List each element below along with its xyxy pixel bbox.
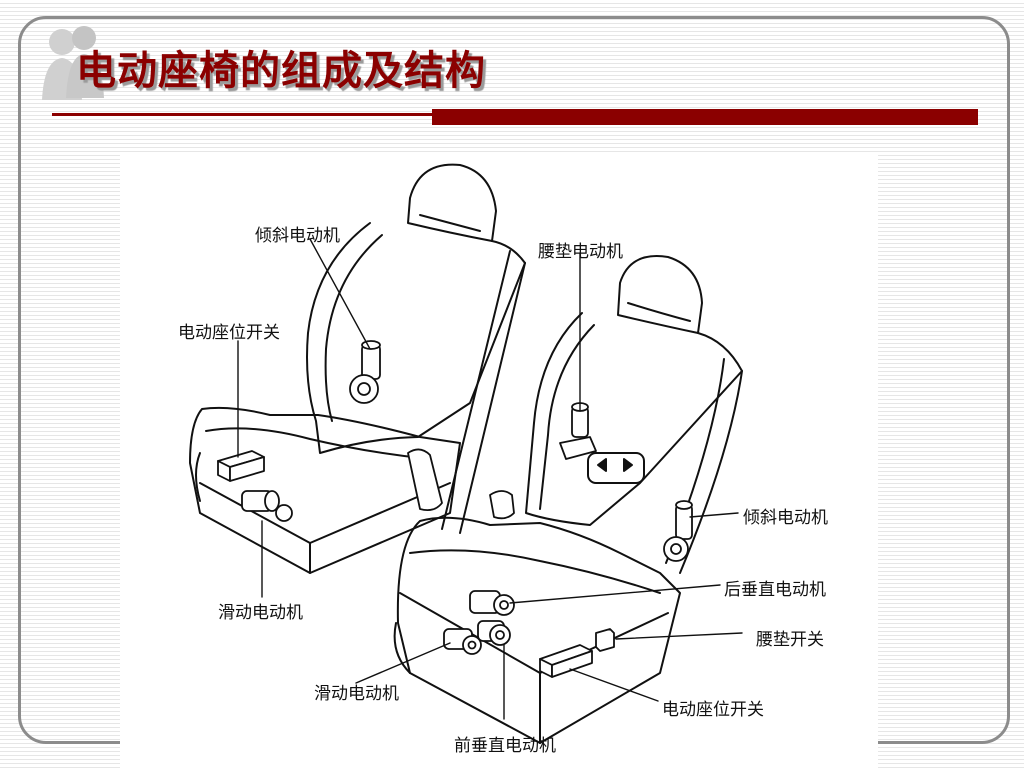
lumbar-switch [595, 628, 615, 652]
rear-vertical-motor [469, 590, 515, 616]
label-slide-motor-left: 滑动电动机 [218, 603, 303, 623]
label-tilt-motor-left: 倾斜电动机 [255, 226, 340, 246]
label-seat-switch-left: 电动座位开关 [178, 323, 280, 343]
right-slide-motor [443, 628, 482, 655]
slide-title: 电动座椅的组成及结构 [76, 47, 486, 94]
front-vertical-motor [477, 620, 511, 646]
right-seat-switch [539, 644, 593, 678]
label-front-vertical-motor: 前垂直电动机 [454, 736, 556, 756]
lumbar-pad-shape [587, 452, 645, 484]
people-silhouette-logo [42, 26, 104, 100]
seat-line-drawing [189, 163, 743, 744]
lumbar-motor [559, 402, 597, 460]
left-seat-switch [217, 450, 265, 482]
left-tilt-motor [349, 340, 381, 404]
label-seat-switch-right: 电动座位开关 [662, 700, 764, 720]
right-tilt-motor [663, 500, 693, 562]
label-lumbar-switch: 腰垫开关 [756, 630, 824, 650]
left-recliner-bracket [407, 448, 515, 520]
label-rear-vertical-motor: 后垂直电动机 [724, 580, 826, 600]
seat-diagram: 倾斜电动机 电动座位开关 滑动电动机 腰垫电动机 倾斜电动机 后垂直电动机 腰垫… [120, 153, 878, 768]
label-slide-motor-right: 滑动电动机 [314, 684, 399, 704]
label-tilt-motor-right: 倾斜电动机 [743, 508, 828, 528]
left-seat [189, 163, 526, 574]
label-lumbar-motor: 腰垫电动机 [538, 242, 623, 262]
leader-lines [237, 238, 743, 720]
left-slide-motor [241, 490, 293, 522]
title-rule-thick [432, 109, 978, 125]
title-rule-thin [52, 113, 432, 116]
